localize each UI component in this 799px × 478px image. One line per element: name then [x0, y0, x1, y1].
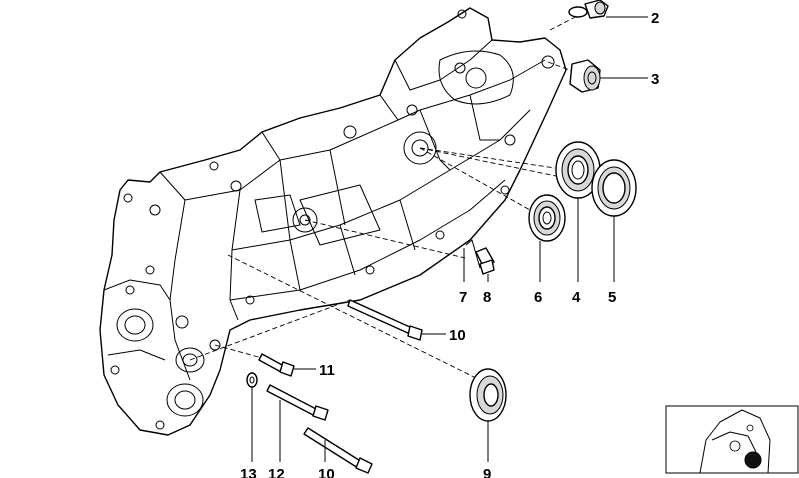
part-2-seal-ring [568, 0, 609, 19]
part-12-stud-bolt [266, 384, 329, 421]
part-8-plug [475, 247, 495, 275]
callout-5: 5 [608, 289, 616, 306]
callout-3: 3 [651, 71, 659, 88]
thumbnail-inset [665, 405, 799, 474]
part-4-ball-bearing [555, 141, 601, 199]
callout-labels: 2 3 4 5 6 7 8 9 10 10 11 12 13 [240, 10, 659, 478]
callout-13: 13 [240, 466, 257, 478]
callout-8: 8 [483, 289, 491, 306]
thumbnail-location-marker [744, 451, 762, 469]
part-9-seal [469, 368, 507, 422]
part-13-washer [246, 372, 258, 388]
callout-9: 9 [483, 466, 491, 478]
part-5-shaft-seal [591, 159, 637, 217]
part-6-ball-bearing [528, 194, 566, 242]
part-3-sleeve [569, 59, 601, 93]
callout-6: 6 [534, 289, 542, 306]
crankcase-housing [99, 7, 567, 436]
callout-10-upper: 10 [449, 327, 466, 344]
callout-7: 7 [459, 289, 467, 306]
part-10-long-bolt-upper [347, 299, 423, 341]
callout-11: 11 [319, 362, 335, 379]
part-7-pin [465, 239, 481, 269]
part-11-short-bolt [258, 353, 295, 377]
part-10-long-bolt-lower [303, 427, 373, 474]
callout-10-lower: 10 [318, 466, 335, 478]
assembly-lines [189, 11, 601, 381]
callout-12: 12 [268, 466, 285, 478]
leader-lines [251, 16, 648, 462]
callout-4: 4 [572, 289, 581, 306]
callout-2: 2 [651, 10, 659, 27]
